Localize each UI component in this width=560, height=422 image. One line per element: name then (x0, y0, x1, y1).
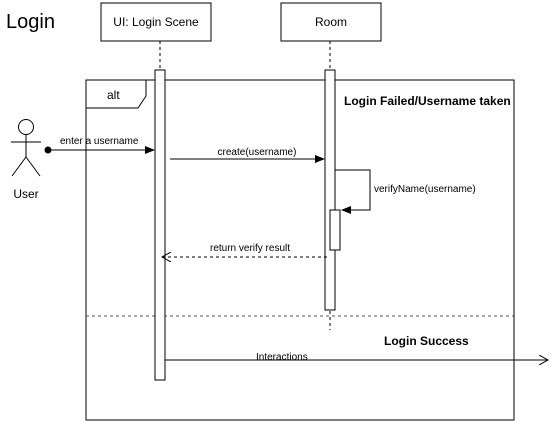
message-label-verify-name: verifyName(username) (374, 184, 476, 195)
actor-label: User (13, 187, 38, 201)
message-label-create: create(username) (218, 147, 297, 158)
lifeline-head-room (280, 2, 382, 42)
message-label-enter-username: enter a username (60, 136, 139, 147)
message-verify-name (335, 169, 371, 214)
alt-fragment-frame (85, 79, 515, 421)
message-label-interactions: Interactions (256, 352, 308, 363)
alt-operator-label: alt (107, 88, 120, 102)
guard-login-success: Login Success (384, 334, 469, 348)
lifeline-label-room: Room (315, 15, 347, 29)
activation-bar-room-nested (329, 209, 341, 251)
activation-bar-room (324, 69, 336, 311)
stick-figure-icon (11, 119, 41, 177)
activation-bar-ui (154, 69, 166, 381)
lifeline-head-ui (100, 2, 212, 42)
diagram-title: Login (6, 11, 55, 33)
message-label-return-verify: return verify result (210, 243, 290, 254)
lifeline-label-ui: UI: Login Scene (113, 15, 199, 29)
guard-login-failed: Login Failed/Username taken (344, 94, 511, 108)
alt-operator-tab (86, 79, 147, 109)
